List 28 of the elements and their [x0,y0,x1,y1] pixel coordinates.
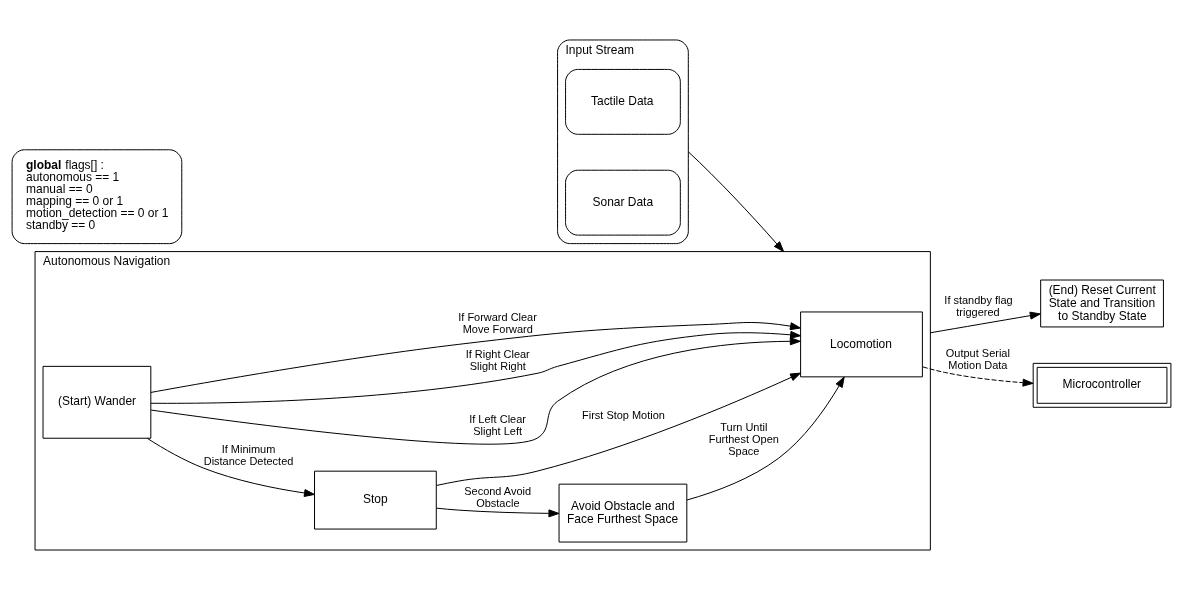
arrow [150,337,801,445]
node-box: Tactile Data [565,68,681,135]
node-box: Avoid Obstacle and Face Furthest Space [558,483,688,543]
edge-label: If Forward Clear Move Forward [458,311,537,336]
node-box: (Start) Wander [42,365,152,439]
arrow [150,330,802,404]
arrow [922,366,1034,387]
arrow [436,372,802,486]
node-box: Microcontroller [1032,362,1172,408]
edge-label: First Stop Motion [582,409,665,422]
arrow [929,311,1041,334]
arrow [150,322,801,393]
arrow [687,151,785,253]
node-box: Locomotion [800,311,923,378]
node-box: Stop [314,470,437,530]
arrow [436,507,560,518]
edge-label: Second Avoid Obstacle [464,484,532,509]
edge-label: If standby flag triggered [944,294,1013,319]
node-box: Sonar Data [565,169,681,236]
edge-label: If Left Clear Slight Left [469,413,526,438]
edge-label: Output Serial Motion Data [945,347,1010,372]
edge-label: If Right Clear Slight Right [465,348,530,373]
node-box: (End) Reset Current State and Transition to Standby State [1040,279,1164,328]
node-box: global flags[] : autonomous == 1 manual == 0 mapping == 0 or 1 motion_detection == 0 or 1 standby == 0 [11,149,183,245]
edge-label: If Minimum Distance Detected [203,443,294,467]
arrow [686,376,845,501]
edge-label: Turn Until Furthest Open Space [708,421,779,457]
arrow [146,437,315,497]
